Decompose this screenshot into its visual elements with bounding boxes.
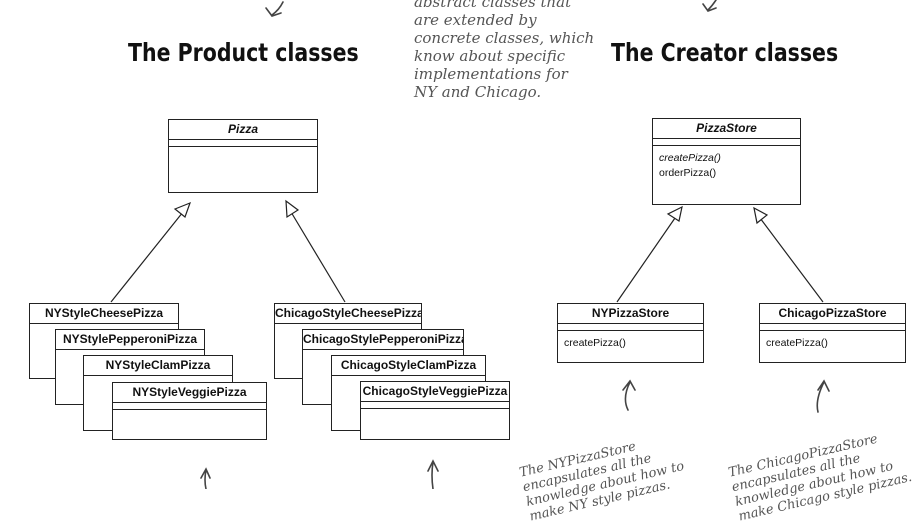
class-name: ChicagoStyleCheesePizza: [275, 304, 421, 324]
class-attributes: [760, 324, 905, 331]
hand-arrow-ny-pizza: [200, 467, 211, 489]
method-order-pizza: orderPizza(): [659, 167, 717, 179]
class-name: NYStyleClamPizza: [84, 356, 232, 376]
note-line: are extended by: [414, 11, 537, 29]
chicago-pizza-store-class: ChicagoPizzaStore createPizza(): [759, 303, 906, 363]
hand-arrow-chicago-pizza: [427, 459, 439, 489]
class-methods: createPizza(): [558, 331, 703, 351]
class-attributes: [113, 403, 266, 410]
class-name: Pizza: [169, 120, 317, 140]
class-attributes: [361, 402, 509, 409]
inheritance-line-chicago-pizza: [290, 211, 346, 303]
hand-arrow-ny-store: [622, 379, 636, 411]
chicago-style-veggie-pizza-class: ChicagoStyleVeggiePizza: [360, 381, 510, 440]
inheritance-line-ny-pizza: [110, 211, 184, 303]
note-line: abstract classes that: [414, 0, 572, 11]
class-name: ChicagoStylePepperoniPizza: [303, 330, 463, 350]
product-classes-heading: The Product classes: [128, 38, 359, 67]
inheritance-arrowhead: [753, 206, 769, 225]
connector-layer: [110, 0, 830, 489]
note-line: know about specific: [414, 47, 566, 65]
pizza-abstract-class: Pizza: [168, 119, 318, 193]
note-abstract-classes: abstract classes that are extended by co…: [414, 0, 594, 101]
inheritance-arrowhead: [666, 205, 683, 222]
class-name: ChicagoPizzaStore: [760, 304, 905, 324]
class-attributes: [169, 140, 317, 147]
ny-style-veggie-pizza-class: NYStyleVeggiePizza: [112, 382, 267, 440]
class-methods: createPizza(): [760, 331, 905, 351]
note-line: concrete classes, which: [414, 29, 595, 47]
method-create-pizza: createPizza(): [659, 152, 721, 164]
class-name: NYStylePepperoniPizza: [56, 330, 204, 350]
note-line: NY and Chicago.: [414, 83, 542, 101]
class-attributes: [653, 139, 800, 146]
class-name: NYPizzaStore: [558, 304, 703, 324]
class-name: NYStyleCheesePizza: [30, 304, 178, 324]
class-name: PizzaStore: [653, 119, 800, 139]
inheritance-arrowhead: [173, 201, 192, 218]
hand-arrow-chicago-store: [816, 379, 830, 413]
inheritance-line-ny-store: [616, 217, 676, 303]
inheritance-arrowhead: [285, 199, 300, 219]
method-create-pizza: createPizza(): [564, 337, 626, 349]
hand-arrow-top-left: [265, 1, 284, 17]
inheritance-line-chicago-store: [759, 217, 824, 303]
class-name: NYStyleVeggiePizza: [113, 383, 266, 403]
class-name: ChicagoStyleClamPizza: [332, 356, 485, 376]
class-methods: createPizza() orderPizza(): [653, 146, 800, 181]
ny-pizza-store-class: NYPizzaStore createPizza(): [557, 303, 704, 363]
creator-classes-heading: The Creator classes: [611, 38, 839, 67]
note-line: implementations for: [414, 65, 568, 83]
class-attributes: [558, 324, 703, 331]
pizza-store-abstract-class: PizzaStore createPizza() orderPizza(): [652, 118, 801, 205]
class-name: ChicagoStyleVeggiePizza: [361, 382, 509, 402]
method-create-pizza: createPizza(): [766, 337, 828, 349]
hand-arrow-top-right: [702, 0, 717, 12]
